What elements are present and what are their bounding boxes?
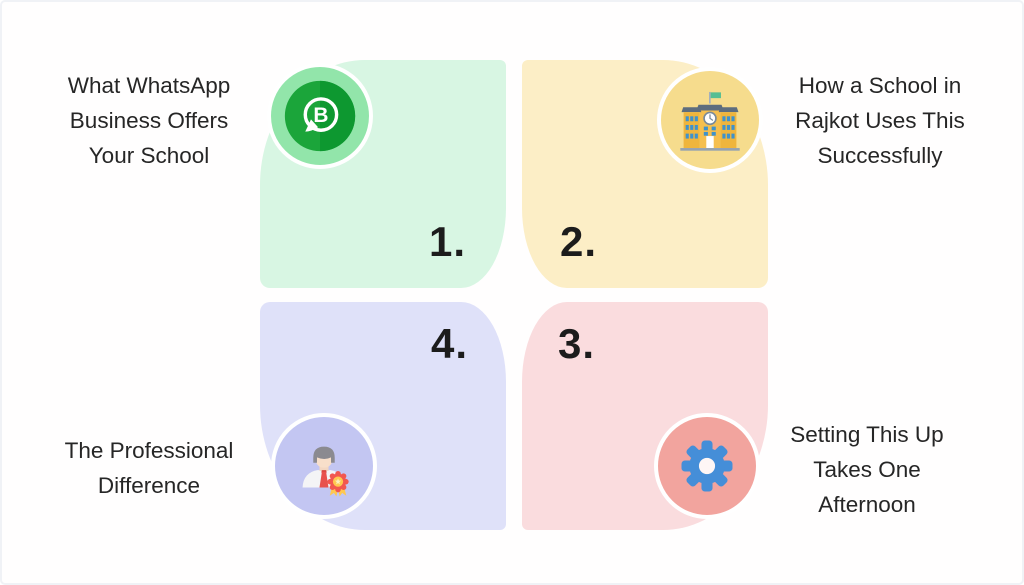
- gear-icon: [654, 413, 760, 519]
- title-line: Successfully: [817, 143, 943, 168]
- whatsapp-business-icon: B: [267, 63, 373, 169]
- gear-glyph: [681, 440, 733, 492]
- quadrant-3-number: 3.: [558, 320, 596, 367]
- whatsapp-business-glyph: B: [284, 80, 356, 152]
- quadrant-1-title: What WhatsApp Business Offers Your Schoo…: [30, 68, 268, 173]
- title-line: Difference: [97, 473, 201, 498]
- title-line: Afternoon: [818, 492, 916, 517]
- svg-text:B: B: [313, 104, 328, 127]
- title-line: How a School in: [798, 73, 962, 98]
- quadrant-2-number: 2.: [560, 218, 598, 265]
- title-line: The Professional: [64, 438, 234, 463]
- quadrant-4-title: The Professional Difference: [28, 433, 270, 503]
- title-line: Takes One: [813, 457, 921, 482]
- title-line: Your School: [88, 143, 210, 168]
- professional-award-icon: [271, 413, 377, 519]
- quadrant-3-title: Setting This Up Takes One Afternoon: [754, 417, 980, 522]
- title-line: Rajkot Uses This: [795, 108, 965, 133]
- title-line: What WhatsApp: [67, 73, 231, 98]
- title-line: Setting This Up: [790, 422, 944, 447]
- quadrant-1-number: 1.: [428, 218, 466, 265]
- professional-award-glyph: [302, 446, 349, 497]
- school-building-glyph: [680, 91, 740, 151]
- school-building-icon: [657, 67, 763, 173]
- quadrant-4-number: 4.: [430, 320, 468, 367]
- quadrant-2-title: How a School in Rajkot Uses This Success…: [760, 68, 1000, 173]
- title-line: Business Offers: [69, 108, 229, 133]
